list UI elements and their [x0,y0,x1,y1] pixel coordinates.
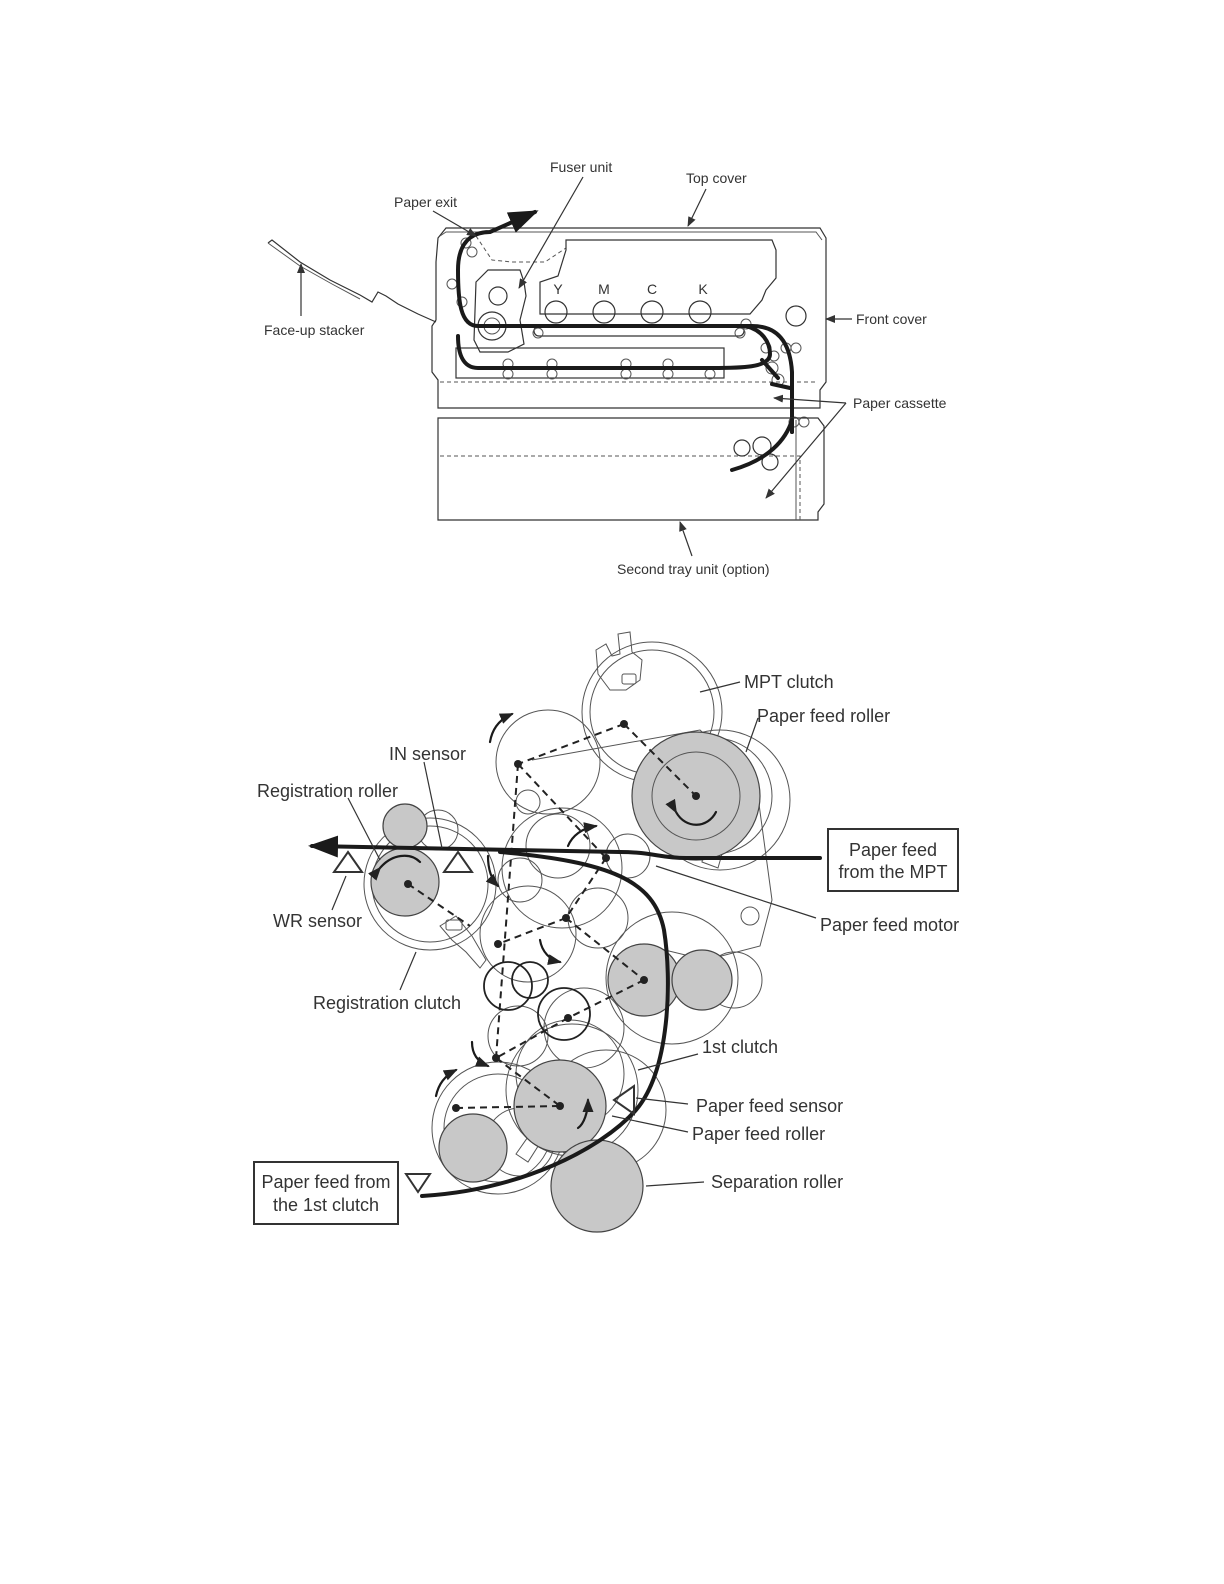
drum-y [544,300,568,324]
from-1st-clutch-box [253,1161,399,1225]
drum-c [640,300,664,324]
fuser-unit-body [473,269,527,353]
registration-roller-upper [382,803,428,849]
face-up-stacker-tray [267,239,437,323]
second-tray-label: Second tray unit (option) [617,561,770,577]
printer-main-body [431,227,827,409]
paper-feed-roller-top-label: Paper feed roller [757,706,890,726]
station-c-label: C [647,281,657,297]
lower-paper-path [420,850,670,1198]
paper-feed-sensor-label: Paper feed sensor [696,1096,843,1116]
separation-roller-label: Separation roller [711,1172,843,1192]
image-drum-area [539,239,777,315]
wr-sensor-label: WR sensor [273,911,362,931]
top-cover-label: Top cover [686,170,747,186]
station-k-label: K [698,281,708,297]
station-y-label: Y [553,281,563,297]
first-clutch-label: 1st clutch [702,1037,778,1057]
front-cover-label: Front cover [856,311,927,327]
paper-path [456,210,794,434]
from-mpt-line1: Paper feed [849,840,937,860]
paper-feed-motor-label: Paper feed motor [820,915,959,935]
from-1st-clutch-line2: the 1st clutch [273,1195,379,1215]
drum-m [592,300,616,324]
mpt-paper-path [308,835,822,860]
drum-k [688,300,712,324]
in-sensor-label: IN sensor [389,744,466,764]
mpt-clutch-label: MPT clutch [744,672,834,692]
from-mpt-box [827,828,959,892]
in-sensor-icon [442,850,474,873]
first-clutch-sensor-icon [404,1173,432,1194]
paper-feed-sensor-icon [612,1084,635,1116]
registration-roller-label: Registration roller [257,781,398,801]
registration-clutch-label: Registration clutch [313,993,461,1013]
separation-roller [550,1139,644,1233]
paper-exit-label: Paper exit [394,194,457,210]
second-tray-unit [437,417,825,521]
from-1st-clutch-line1: Paper feed from [261,1172,390,1192]
station-m-label: M [598,281,610,297]
paper-feed-mechanism: Paper feed from the MPT Paper feed from … [253,631,959,1233]
paper-feed-roller-bottom-label: Paper feed roller [692,1124,825,1144]
paper-cassette-label: Paper cassette [853,395,947,411]
printer-cross-section: Y M C K Fuser unit Top cover Paper exit … [264,159,947,577]
from-mpt-line2: from the MPT [838,862,947,882]
fuser-unit-label: Fuser unit [550,159,612,175]
wr-sensor-icon [332,850,364,873]
face-up-stacker-label: Face-up stacker [264,322,365,338]
